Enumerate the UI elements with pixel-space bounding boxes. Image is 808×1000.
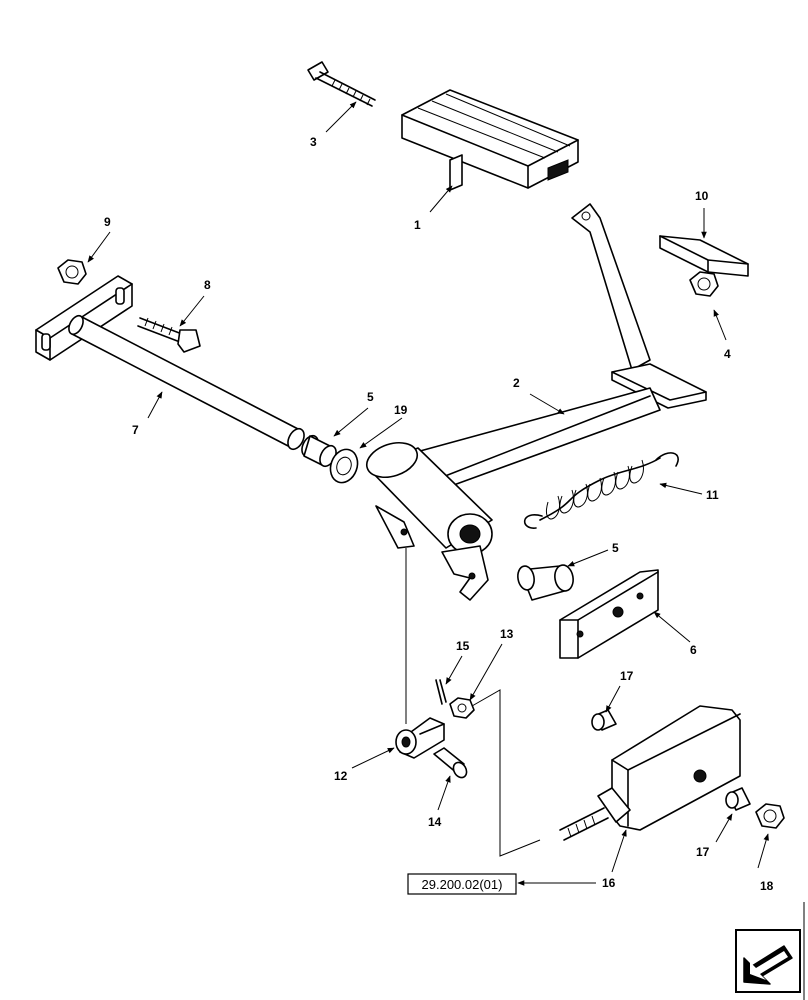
reference-label: 29.200.02(01) bbox=[422, 877, 503, 892]
callout-8: 8 bbox=[204, 278, 211, 292]
pedal-arm-2 bbox=[365, 203, 707, 601]
nut-18 bbox=[755, 803, 785, 829]
next-page-arrow-icon[interactable] bbox=[735, 929, 801, 993]
callout-10: 10 bbox=[695, 189, 709, 203]
callout-13: 13 bbox=[500, 627, 514, 641]
reference-box[interactable]: 29.200.02(01) bbox=[407, 873, 517, 895]
cotter-pin-15 bbox=[435, 679, 447, 705]
pedal-pad-1 bbox=[401, 89, 579, 191]
callout-11: 11 bbox=[706, 488, 719, 502]
bolt-8 bbox=[137, 317, 201, 353]
callout-12: 12 bbox=[334, 769, 348, 783]
callout-5: 5 bbox=[367, 390, 374, 404]
plate-10 bbox=[659, 235, 749, 277]
bushing-17-upper bbox=[591, 709, 617, 731]
callout-9: 9 bbox=[104, 215, 111, 229]
callout-3: 3 bbox=[310, 135, 317, 149]
callout-2: 2 bbox=[513, 376, 520, 390]
callout-16: 16 bbox=[602, 876, 616, 890]
callout-19: 19 bbox=[394, 403, 408, 417]
cable-line bbox=[471, 689, 541, 857]
nut-13 bbox=[449, 697, 475, 719]
bushing-17-lower bbox=[725, 787, 751, 811]
leader-lines bbox=[87, 101, 769, 886]
nut-9 bbox=[57, 259, 87, 285]
callout-14: 14 bbox=[428, 815, 442, 829]
bushing-5 bbox=[517, 564, 574, 601]
washer-19 bbox=[329, 448, 359, 484]
callout-7: 7 bbox=[132, 423, 139, 437]
callout-18: 18 bbox=[760, 879, 774, 893]
callout-15: 15 bbox=[456, 639, 470, 653]
switch-16 bbox=[559, 705, 741, 841]
clevis-pin-14 bbox=[433, 747, 468, 779]
callout-17-lower: 17 bbox=[696, 845, 710, 859]
clevis-12 bbox=[395, 717, 445, 759]
callout-6: 6 bbox=[690, 643, 697, 657]
callout-5-bushing: 5 bbox=[612, 541, 619, 555]
bracket-6 bbox=[559, 569, 659, 659]
callout-1: 1 bbox=[414, 218, 421, 232]
shaft-7 bbox=[35, 275, 337, 468]
callout-4: 4 bbox=[724, 347, 731, 361]
spring-11 bbox=[523, 452, 679, 529]
bolt-3 bbox=[307, 61, 376, 107]
callout-17-upper: 17 bbox=[620, 669, 634, 683]
nut-4 bbox=[689, 271, 719, 297]
